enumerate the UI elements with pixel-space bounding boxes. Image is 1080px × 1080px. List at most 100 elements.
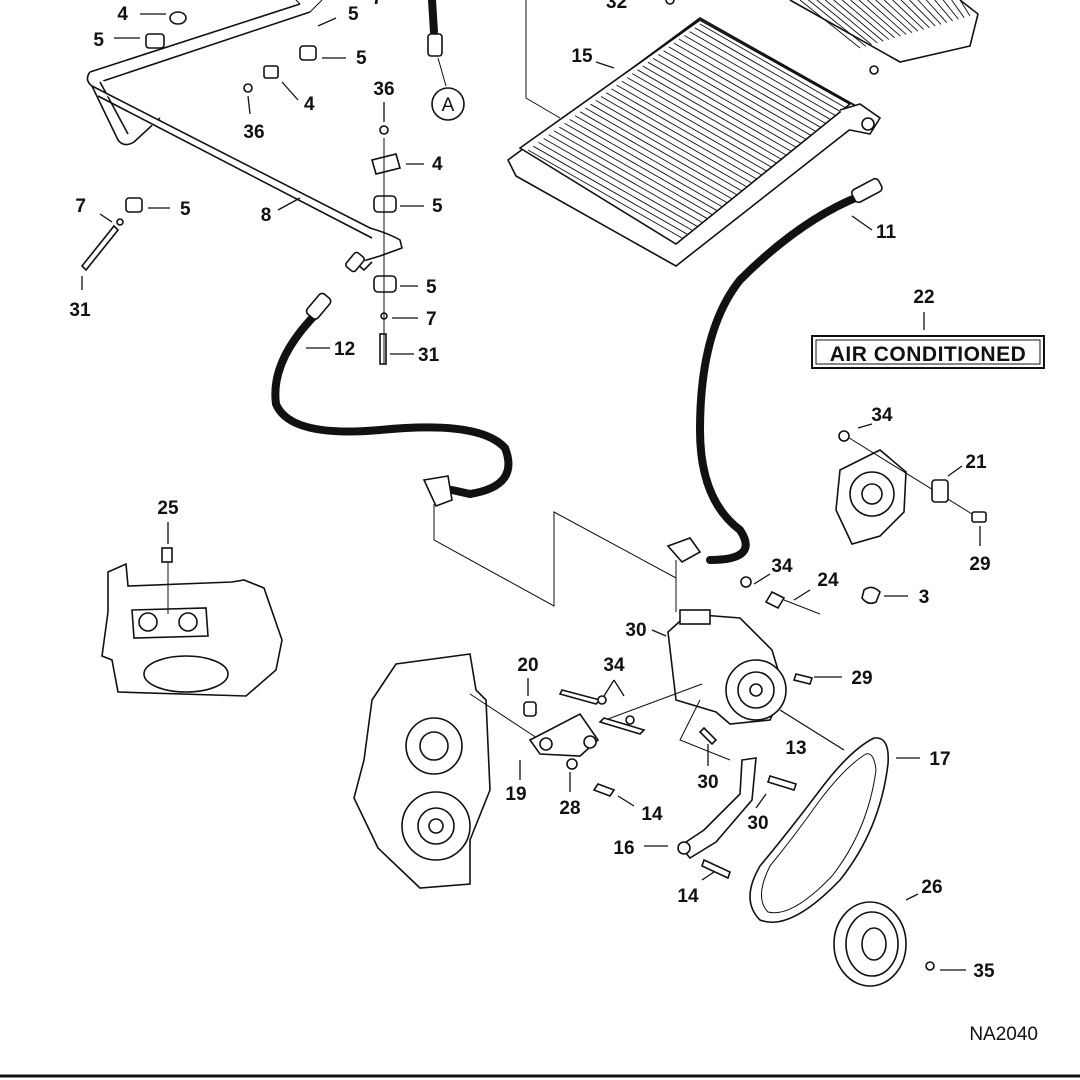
evaporator-fin bbox=[799, 0, 861, 49]
crank-pulley-26 bbox=[833, 901, 935, 987]
connector-a-callout: A bbox=[442, 95, 455, 116]
evaporator-fin bbox=[875, 0, 913, 34]
condenser-fin bbox=[579, 111, 732, 199]
evaporator-fin bbox=[858, 0, 901, 37]
part-label: 22 bbox=[913, 287, 934, 308]
condenser-fin bbox=[642, 65, 792, 152]
part-label: 7 bbox=[75, 196, 86, 217]
condenser-fin bbox=[595, 99, 747, 188]
part-label: 21 bbox=[965, 452, 987, 473]
part-label: 30 bbox=[625, 620, 646, 641]
part-label: 16 bbox=[613, 838, 634, 859]
part-label: 14 bbox=[641, 804, 663, 825]
drawing-code: NA2040 bbox=[969, 1024, 1038, 1045]
part-label: 5 bbox=[356, 48, 367, 69]
evaporator-fragment bbox=[665, 0, 979, 75]
condenser-fin bbox=[611, 88, 762, 176]
part-label: 5 bbox=[348, 4, 359, 25]
option-banner-text: AIR CONDITIONED bbox=[830, 343, 1027, 366]
part-label: 34 bbox=[871, 405, 893, 426]
part-label: 4 bbox=[432, 154, 443, 175]
switch-panel bbox=[101, 547, 283, 697]
part-label: 29 bbox=[969, 554, 990, 575]
condenser-fin bbox=[632, 73, 782, 160]
condenser-fin bbox=[559, 126, 713, 215]
part-label: 36 bbox=[373, 79, 394, 100]
condenser-fin bbox=[564, 122, 718, 211]
condenser-fin bbox=[527, 149, 683, 239]
evaporator-fin bbox=[951, 0, 965, 18]
leader-condenser-top bbox=[525, 0, 561, 119]
leader-lines bbox=[81, 13, 981, 971]
condenser-fin bbox=[663, 50, 812, 136]
condenser-fin bbox=[668, 46, 817, 133]
suction-hose-12 bbox=[271, 251, 513, 508]
condenser-fin bbox=[548, 134, 703, 223]
part-label: 32 bbox=[606, 0, 627, 13]
part-label: 11 bbox=[876, 222, 897, 243]
misc-hardware-right bbox=[740, 576, 881, 685]
evaporator-fin bbox=[867, 0, 907, 35]
ac-compressor bbox=[599, 564, 787, 761]
part-label: 17 bbox=[929, 749, 950, 770]
condenser-fin bbox=[574, 115, 727, 203]
evaporator-fin bbox=[909, 0, 936, 27]
condenser-fin bbox=[600, 96, 752, 184]
part-label: 4 bbox=[117, 4, 128, 25]
part-label: 7 bbox=[372, 0, 383, 9]
part-label: 4 bbox=[304, 94, 315, 115]
evaporator-fin bbox=[917, 0, 942, 25]
condenser-fin bbox=[543, 138, 698, 227]
condenser-fin bbox=[626, 77, 777, 164]
part-label: 5 bbox=[432, 196, 443, 217]
part-label: 12 bbox=[334, 339, 355, 360]
part-label: 35 bbox=[973, 961, 995, 982]
evaporator-fin bbox=[892, 0, 924, 30]
discharge-hose-11 bbox=[695, 177, 883, 564]
part-label: 7 bbox=[426, 309, 437, 330]
evaporator-fin bbox=[959, 0, 971, 17]
air-conditioned-banner: AIR CONDITIONED bbox=[811, 335, 1045, 369]
part-label: 3 bbox=[919, 587, 930, 608]
condenser-fin bbox=[621, 80, 772, 168]
hose-end-to-connector-a: A bbox=[427, 0, 465, 121]
adjuster-bracket-16 bbox=[677, 726, 798, 880]
evaporator-fin bbox=[934, 0, 953, 22]
condenser-fin bbox=[699, 23, 847, 109]
part-label: 24 bbox=[817, 570, 839, 591]
condenser-fin bbox=[590, 103, 742, 192]
compressor-fitting bbox=[666, 537, 702, 564]
evaporator-fin bbox=[850, 0, 896, 39]
condenser-fin bbox=[585, 107, 737, 196]
part-label: 15 bbox=[571, 46, 593, 67]
part-label: 36 bbox=[243, 122, 264, 143]
evaporator-fin bbox=[824, 0, 878, 44]
condenser-fin bbox=[538, 141, 693, 231]
condenser-fin bbox=[532, 145, 688, 235]
part-label: 30 bbox=[747, 813, 768, 834]
condenser-fin bbox=[678, 38, 827, 125]
mounting-bracket-19 bbox=[523, 689, 646, 797]
part-label: 5 bbox=[180, 199, 191, 220]
condenser-fin bbox=[684, 35, 832, 121]
center-clamp-stack bbox=[371, 125, 401, 365]
condenser bbox=[506, 17, 882, 267]
condenser-fin bbox=[658, 54, 807, 140]
evaporator-fin bbox=[808, 0, 867, 47]
part-label: 34 bbox=[771, 556, 793, 577]
part-label: 29 bbox=[851, 668, 872, 689]
part-label: 31 bbox=[418, 345, 440, 366]
part-label: 34 bbox=[603, 655, 625, 676]
compressor-detail-right bbox=[835, 430, 987, 545]
evaporator-fin bbox=[841, 0, 890, 40]
evaporator-fin bbox=[942, 0, 959, 20]
part-label: 5 bbox=[426, 277, 437, 298]
hose-routing-line bbox=[433, 504, 677, 607]
condenser-fin bbox=[673, 42, 822, 129]
condenser-fin bbox=[616, 84, 767, 172]
tube-clamp-hardware bbox=[80, 11, 317, 272]
part-label: 25 bbox=[157, 498, 179, 519]
engine-block bbox=[353, 653, 541, 889]
condenser-fin bbox=[647, 61, 797, 148]
